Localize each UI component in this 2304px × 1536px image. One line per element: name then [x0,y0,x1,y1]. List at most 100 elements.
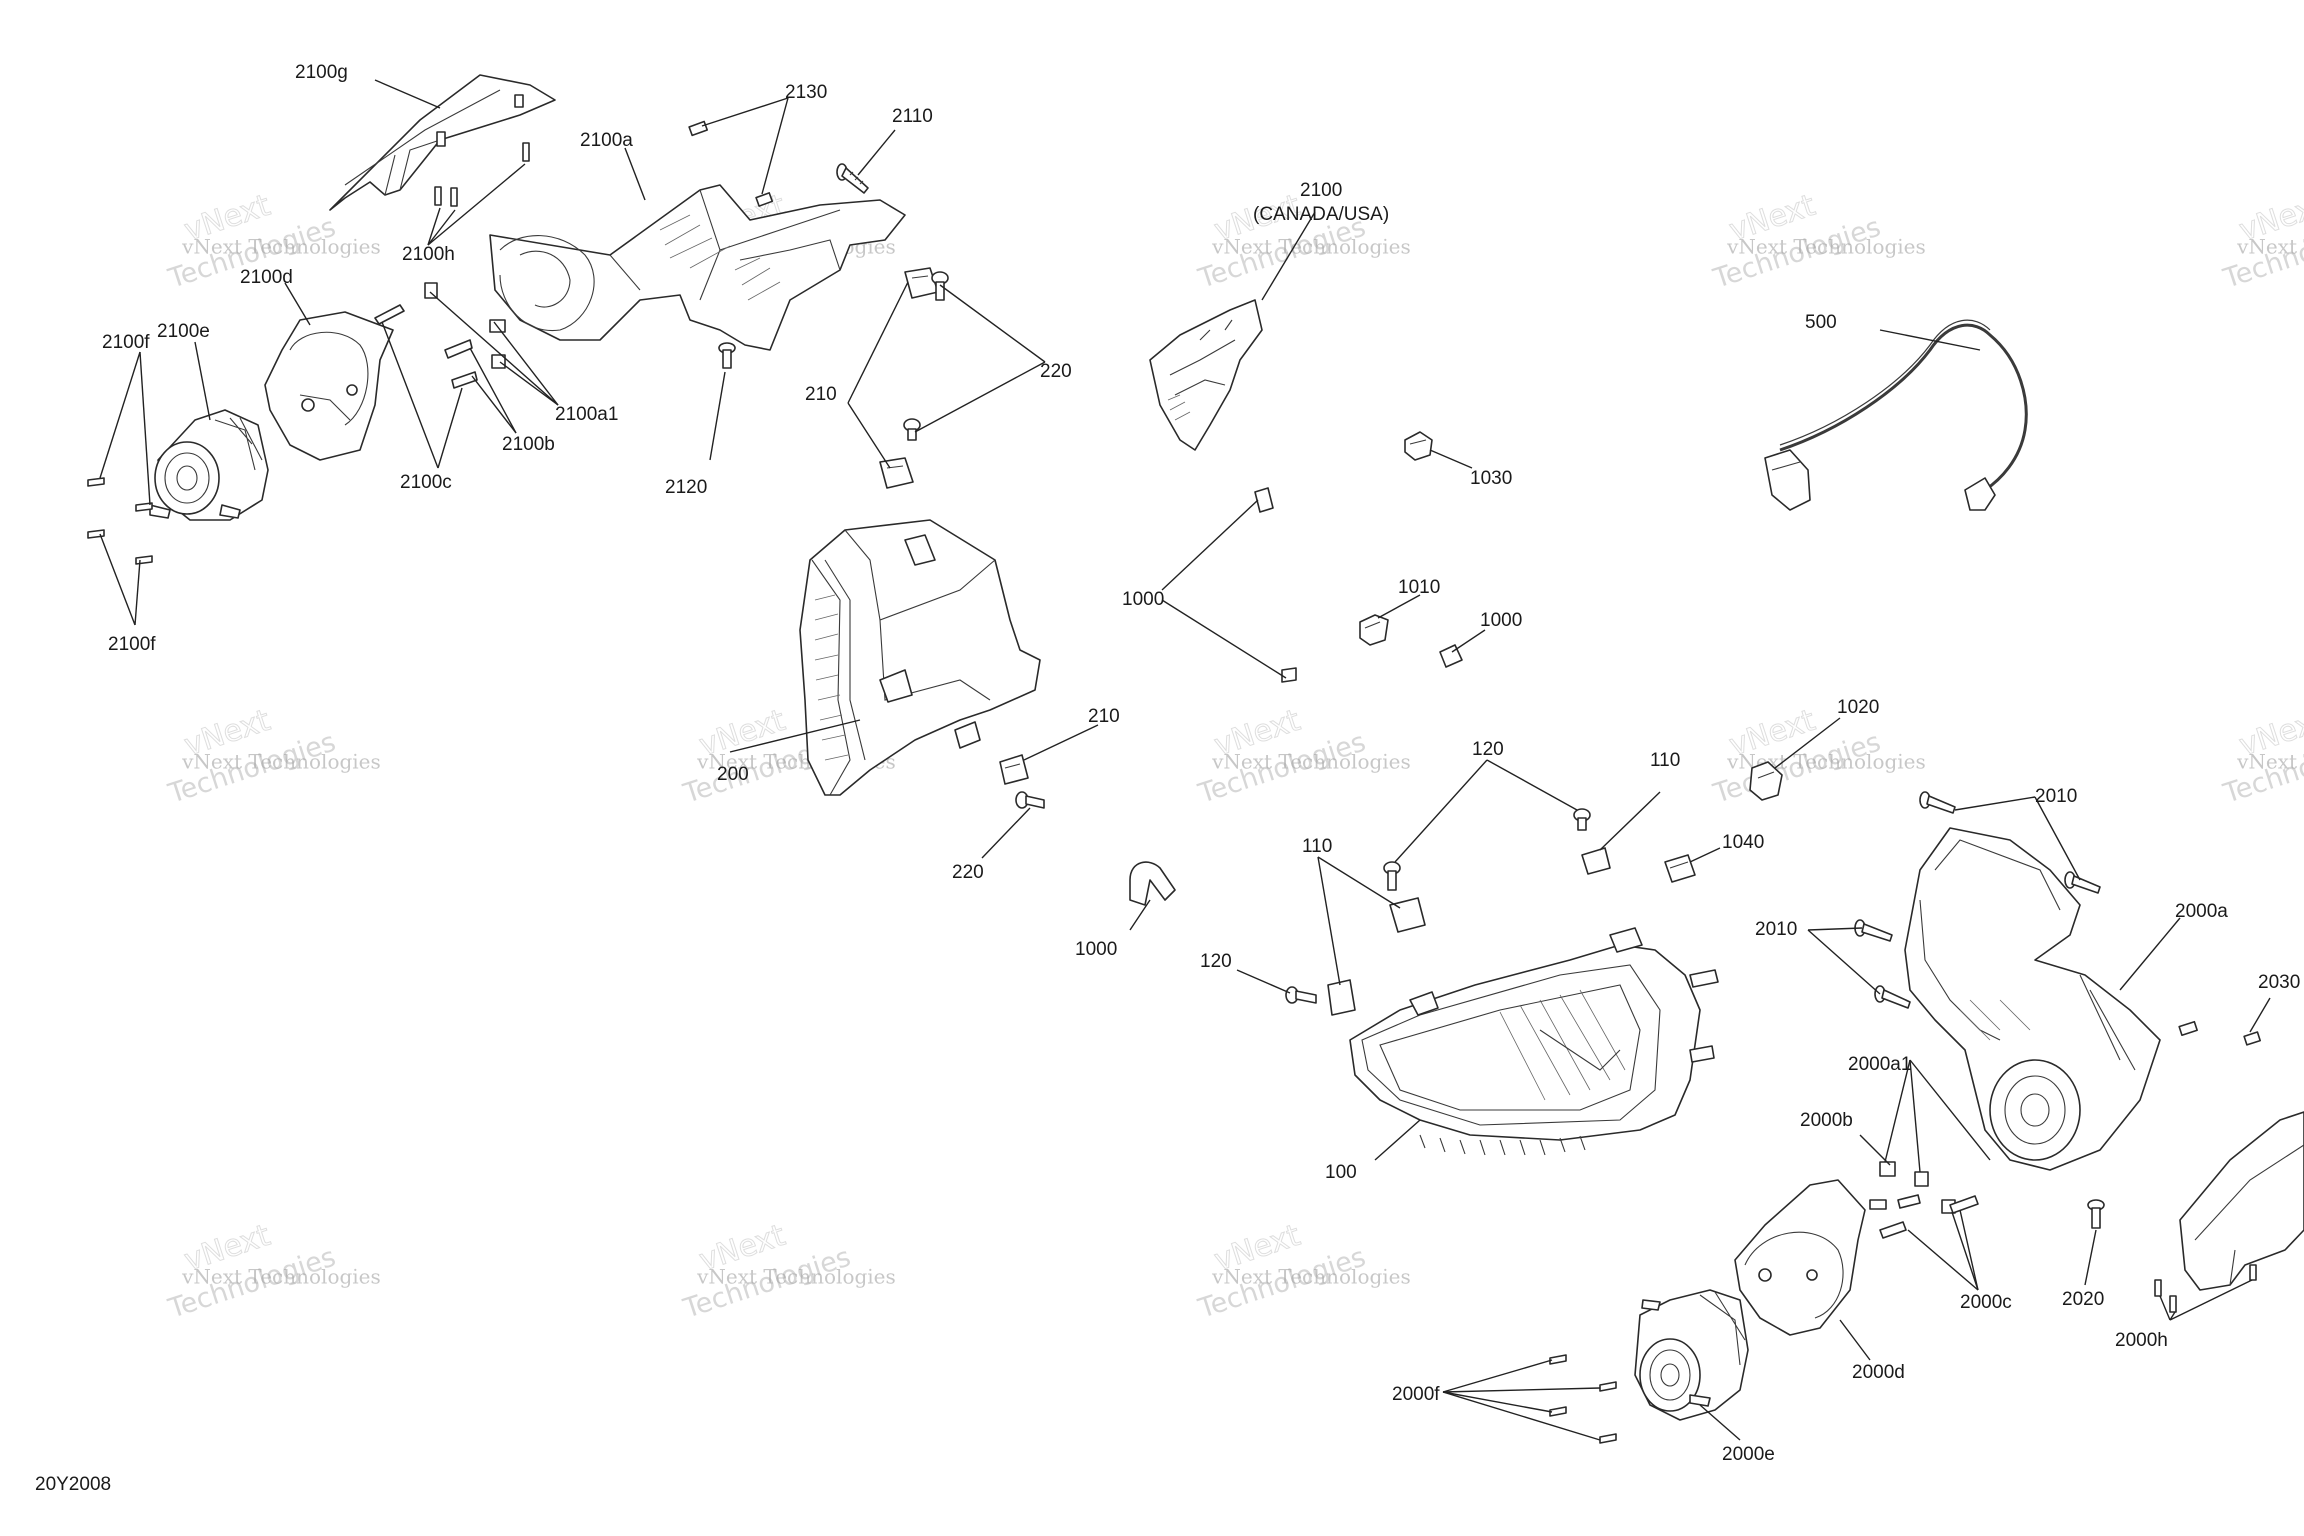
callout-2000a1: 2000a1 [1848,1054,1911,1075]
part-1030 [1404,431,1433,461]
watermark: vNext vNext Technologies Technologies [1709,187,1926,295]
callout-2100e: 2100e [157,321,210,342]
callout-2100f-top: 2100f [102,332,150,353]
part-2100f-screws [87,477,153,565]
callout-2000c: 2000c [1960,1292,2012,1313]
watermark-line1: vNext Technologies [181,234,381,258]
part-2100a-bracket [489,184,906,351]
watermark: vNext vNext Technologies Technologies [1194,702,1411,810]
part-2000a-bracket [1904,827,2161,1171]
watermark-line1: vNext Technologies [1211,1264,1411,1288]
callout-2100a: 2100a [580,130,633,151]
watermark: vNext vNext Technologies Technologies [679,1217,896,1325]
part-1000-clips [1129,487,1463,906]
part-2100e-lamp [149,409,269,521]
watermark: vNext vNext Technologies Technologies [164,187,381,295]
callout-2100-canada: 2100 [1300,180,1342,201]
callout-2100a1: 2100a1 [555,404,618,425]
part-2000f-screws [1549,1354,1617,1444]
watermark: vNext vNext Technologies Technologies [164,1217,381,1325]
watermark-line1: vNext Technologies [1211,234,1411,258]
watermark-line1: vNext Technologies [2236,234,2304,258]
part-200-housing [799,519,1041,796]
callout-2100b: 2100b [502,434,555,455]
watermark: vNext vNext Technologies Technologies [2219,702,2304,810]
watermark: vNext vNext Technologies Technologies [1194,1217,1411,1325]
part-2130-pin [688,120,774,207]
part-220-screw-top [903,271,949,441]
callout-2000b: 2000b [1800,1110,1853,1131]
callout-2100d: 2100d [240,267,293,288]
part-2000h-cover [2154,1111,2304,1313]
part-2110-bolt [836,163,869,194]
watermark-line1: vNext Technologies [2236,749,2304,773]
callout-2000h: 2000h [2115,1330,2168,1351]
callout-220-mid: 220 [952,862,984,883]
callout-2100f-bottom: 2100f [108,634,156,655]
part-2100d-cover [264,311,394,461]
watermark-line1: vNext Technologies [1726,234,1926,258]
callout-2100h: 2100h [402,244,455,265]
callout-120-top: 120 [1472,739,1504,760]
callout-100: 100 [1325,1162,1357,1183]
callout-110-left: 110 [1302,836,1332,857]
callout-210-mid: 210 [1088,706,1120,727]
watermark: vNext vNext Technologies Technologies [164,702,381,810]
callout-2000f: 2000f [1392,1384,1440,1405]
callout-2100g: 2100g [295,62,348,83]
part-2120-screw [718,342,736,369]
part-2030-pins [2178,1020,2262,1046]
callout-120-left: 120 [1200,951,1232,972]
callout-2010-left: 2010 [1755,919,1797,940]
callout-2000e: 2000e [1722,1444,1775,1465]
callout-110-top: 110 [1650,750,1680,771]
part-500-harness [1764,319,2028,511]
callout-1000-a: 1000 [1122,589,1164,610]
callout-2110: 2110 [892,106,933,127]
watermark-line1: vNext Technologies [1211,749,1411,773]
part-2100-canada-usa [1149,299,1263,451]
part-210-clip-top [879,267,939,489]
callout-1020: 1020 [1837,697,1879,718]
part-2100g-cover [329,74,556,211]
callout-2020: 2020 [2062,1289,2104,1310]
part-2000-hardware [1879,1161,1979,1239]
callout-220-top: 220 [1040,361,1072,382]
callout-500: 500 [1805,312,1837,333]
part-1040 [1664,854,1696,883]
callout-1040: 1040 [1722,832,1764,853]
callout-210-top: 210 [805,384,837,405]
part-1020 [1749,761,1783,801]
callout-2100-canada-sub: (CANADA/USA) [1253,204,1389,225]
callout-1030: 1030 [1470,468,1512,489]
part-210-clip-mid [999,754,1029,785]
callout-2010-top: 2010 [2035,786,2077,807]
callout-1000-b: 1000 [1480,610,1522,631]
part-220-screw-mid [1015,791,1045,809]
part-2020-screw [2087,1199,2105,1229]
part-2000e-lamp [1634,1289,1749,1421]
callout-2000d: 2000d [1852,1362,1905,1383]
callout-200: 200 [717,764,749,785]
watermark-line1: vNext Technologies [181,1264,381,1288]
callout-1000-c: 1000 [1075,939,1117,960]
part-120-screw [1285,808,1591,1004]
callout-1010: 1010 [1398,577,1440,598]
callout-2030: 2030 [2258,972,2300,993]
callout-2120: 2120 [665,477,707,498]
part-1010 [1359,614,1389,646]
part-2100h-screws [434,142,530,207]
watermark-line1: vNext Technologies [696,1264,896,1288]
part-100-headlight [1349,927,1719,1156]
watermark: vNext vNext Technologies Technologies [1709,702,1926,810]
callout-2000a: 2000a [2175,901,2228,922]
watermark: vNext vNext Technologies Technologies [2219,187,2304,295]
leader-lines [99,79,2271,1441]
watermark-line1: vNext Technologies [181,749,381,773]
drawing-code: 20Y2008 [35,1474,111,1495]
callout-2100c: 2100c [400,472,452,493]
part-2100-hardware [374,282,506,389]
callout-labels: 2100g 2100a 2130 2110 2100h 2100d 2100e … [35,62,2300,1495]
callout-2130: 2130 [785,82,827,103]
